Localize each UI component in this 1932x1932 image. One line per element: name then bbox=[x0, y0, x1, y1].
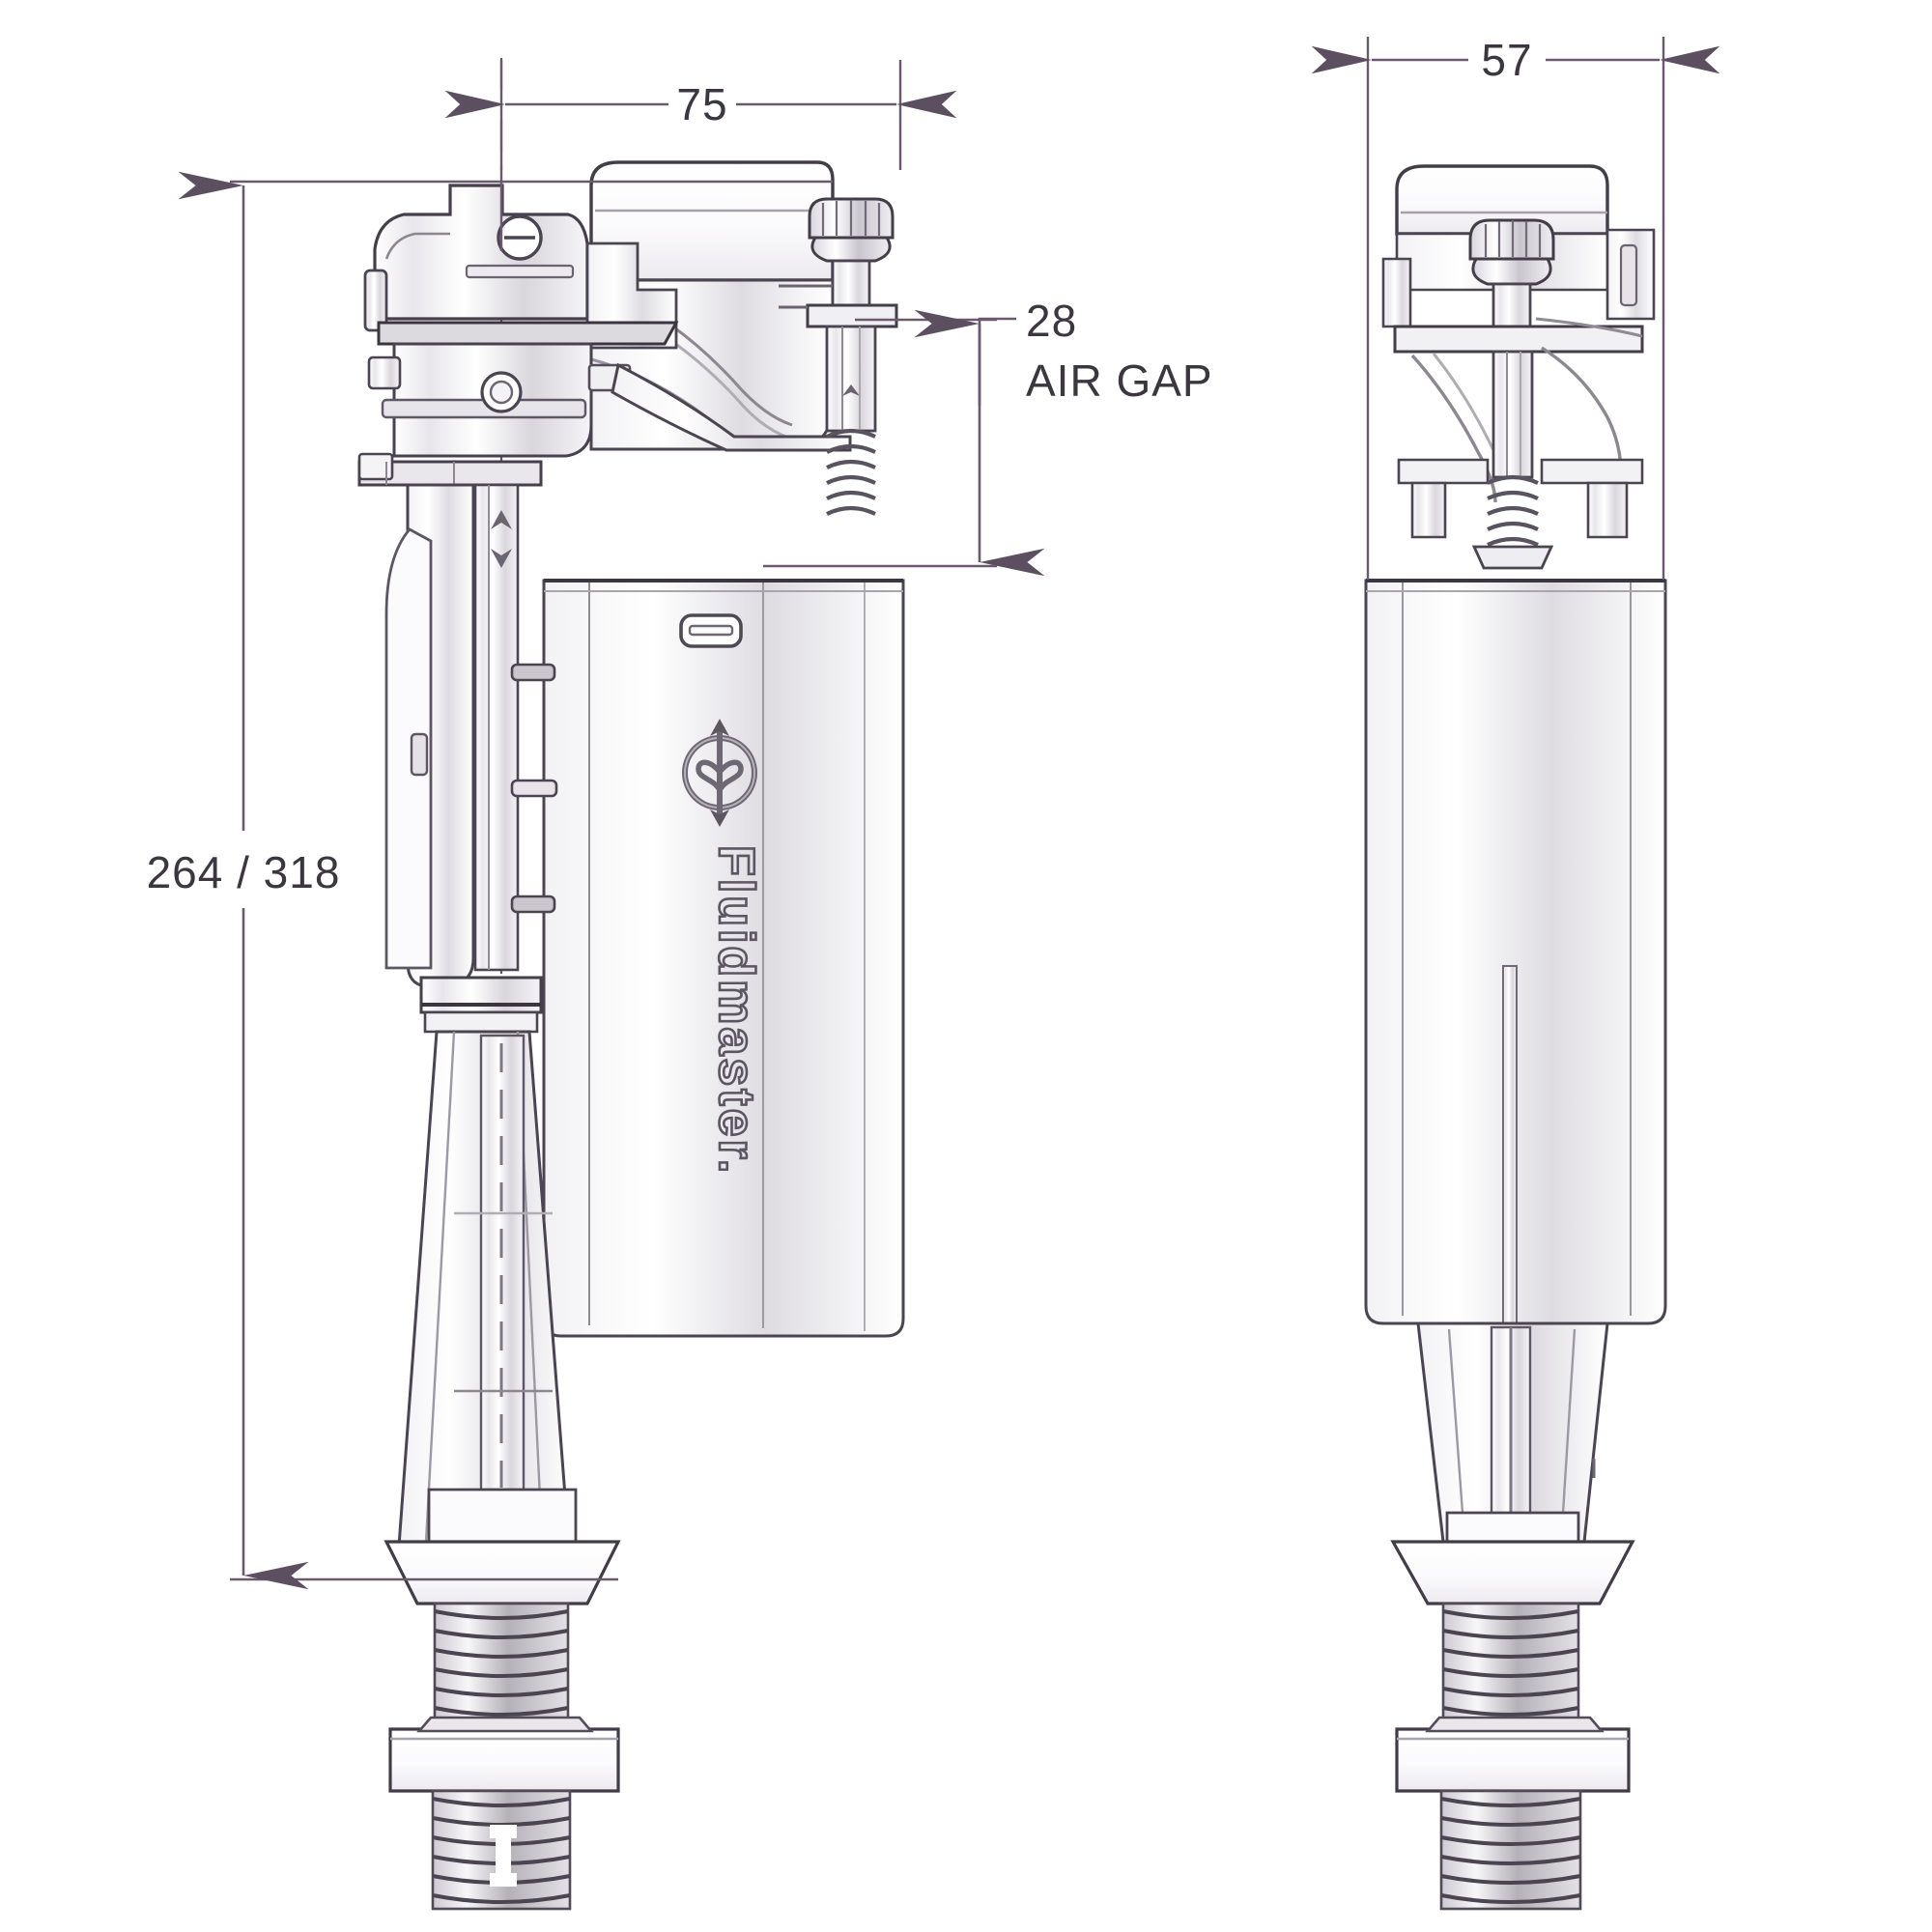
body-slot-inner bbox=[688, 624, 734, 637]
adjustment-screw-column bbox=[779, 197, 898, 516]
stem-clip-2 bbox=[510, 779, 558, 798]
side-upper-thread-section bbox=[1441, 1602, 1580, 1723]
thread-relief-marking bbox=[490, 1825, 517, 1887]
lower-thread-section bbox=[431, 1789, 572, 1911]
refill-lever-arm bbox=[611, 362, 852, 452]
side-view-group bbox=[1364, 164, 1667, 1911]
side-base-flange bbox=[1390, 1540, 1635, 1605]
side-flange-plate bbox=[1393, 325, 1644, 354]
valve-head-assembly bbox=[363, 160, 852, 458]
base-flange bbox=[384, 1540, 621, 1605]
head-split-rib bbox=[377, 321, 679, 346]
side-shroud-cap bbox=[1395, 164, 1609, 236]
side-shank-step bbox=[1445, 1511, 1580, 1546]
side-left-lug bbox=[1381, 257, 1412, 328]
stem-bracket-ear bbox=[357, 452, 394, 481]
side-base-thread-assembly bbox=[1390, 1540, 1635, 1911]
shank-step bbox=[427, 1488, 578, 1546]
screw-flange bbox=[806, 303, 898, 328]
dimension-label-28: 28 bbox=[1026, 296, 1077, 346]
fluidmaster-wordmark-text: Fluidmaster. bbox=[708, 845, 764, 1176]
float-stem-assembly bbox=[357, 452, 558, 1034]
dimension-height-264-318: 264 / 318 bbox=[147, 171, 833, 1590]
dimension-label-air-gap: AIR GAP bbox=[1026, 355, 1213, 406]
valve-body-cylinder bbox=[542, 579, 905, 1338]
screw-shaft bbox=[825, 325, 877, 433]
float-skirt-slot bbox=[410, 732, 429, 777]
leader-airgap bbox=[978, 317, 1016, 406]
bonnet-casting bbox=[373, 184, 589, 321]
side-internal-rod bbox=[1502, 965, 1518, 1328]
bonnet-side-tab bbox=[363, 269, 388, 332]
tapered-shank bbox=[396, 1030, 578, 1561]
stem-clip-3 bbox=[510, 895, 556, 914]
dimension-width-75: 75 bbox=[444, 60, 957, 251]
dimension-air-gap-28: 28 AIR GAP bbox=[763, 296, 1213, 577]
dimension-label-75: 75 bbox=[676, 79, 727, 129]
dimension-depth-57: 57 bbox=[1311, 35, 1720, 580]
neck-left-lug bbox=[367, 355, 402, 390]
upper-thread-section bbox=[433, 1602, 570, 1721]
float-skirt bbox=[384, 527, 433, 970]
dimension-label-57: 57 bbox=[1481, 35, 1532, 85]
side-valve-head-assembly bbox=[1381, 164, 1656, 570]
shroud-cap bbox=[589, 160, 835, 282]
dimension-label-264-318: 264 / 318 bbox=[147, 847, 341, 897]
side-valve-body-cylinder bbox=[1364, 579, 1667, 1325]
fluidmaster-wordmark: Fluidmaster. bbox=[707, 844, 766, 1178]
front-view-group: Fluidmaster. bbox=[357, 58, 905, 1911]
side-return-spring bbox=[1487, 474, 1539, 547]
return-spring bbox=[826, 428, 876, 516]
side-screw-shaft bbox=[1492, 350, 1534, 479]
side-lower-thread-section bbox=[1439, 1789, 1582, 1911]
fluidmaster-arrow-heart-logo bbox=[682, 719, 757, 827]
side-tapered-shank bbox=[1416, 1321, 1609, 1546]
float-inner-rod bbox=[473, 483, 520, 972]
base-thread-assembly bbox=[384, 1540, 621, 1911]
stem-clip-1 bbox=[510, 663, 556, 682]
lower-collar bbox=[419, 976, 543, 1014]
